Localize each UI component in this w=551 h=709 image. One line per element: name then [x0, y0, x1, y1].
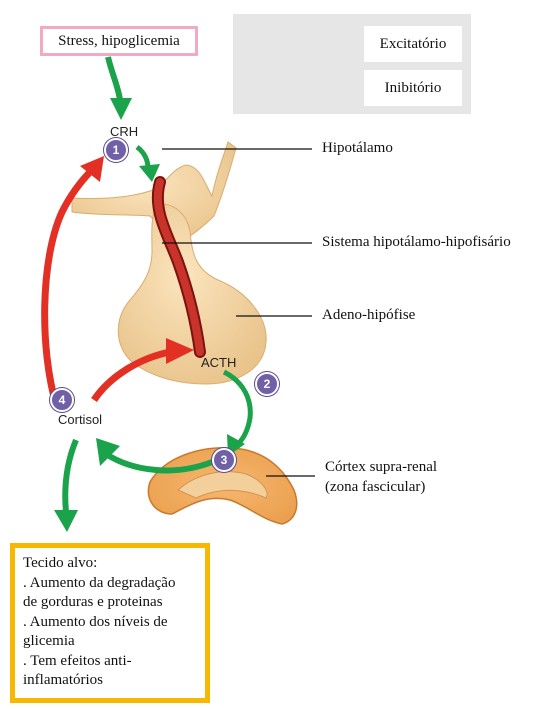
- portal-system-label: Sistema hipotálamo-hipofisário: [322, 234, 511, 251]
- target-line: . Aumento da degradação: [23, 574, 197, 594]
- legend-excitatory-label: Excitatório: [364, 26, 462, 62]
- step-badge-2: 2: [255, 372, 279, 396]
- legend-inhibitory-label: Inibitório: [364, 70, 462, 106]
- adenohypophysis-label: Adeno-hipófise: [322, 307, 415, 324]
- adrenal-zone-label: (zona fascicular): [325, 479, 425, 496]
- target-line: de gorduras e proteinas: [23, 593, 197, 613]
- arrow-cortisol-to-target: [65, 440, 76, 512]
- arrow-acth-to-adrenal: [224, 372, 250, 444]
- hypothalamus-label: Hipotálamo: [322, 140, 393, 157]
- target-line: . Aumento dos níveis de: [23, 613, 197, 633]
- target-line: glicemia: [23, 632, 197, 652]
- arrow-crh-to-pituitary: [137, 147, 148, 168]
- arrow-stimulus-to-crh: [108, 57, 120, 100]
- adrenal-cortex-label: Córtex supra-renal: [325, 459, 437, 476]
- stimulus-label: Stress, hipoglicemia: [58, 33, 180, 49]
- target-line: . Tem efeitos anti-: [23, 652, 197, 672]
- cortisol-label: Cortisol: [58, 412, 102, 427]
- target-line: inflamatórios: [23, 671, 197, 691]
- target-tissue-box: Tecido alvo: . Aumento da degradação de …: [10, 543, 210, 703]
- acth-label: ACTH: [201, 355, 236, 370]
- crh-label: CRH: [110, 124, 138, 139]
- step-badge-3: 3: [212, 448, 236, 472]
- step-badge-1: 1: [104, 138, 128, 162]
- stimulus-box: Stress, hipoglicemia: [40, 26, 198, 56]
- step-badge-4: 4: [50, 388, 74, 412]
- target-title: Tecido alvo:: [23, 554, 197, 574]
